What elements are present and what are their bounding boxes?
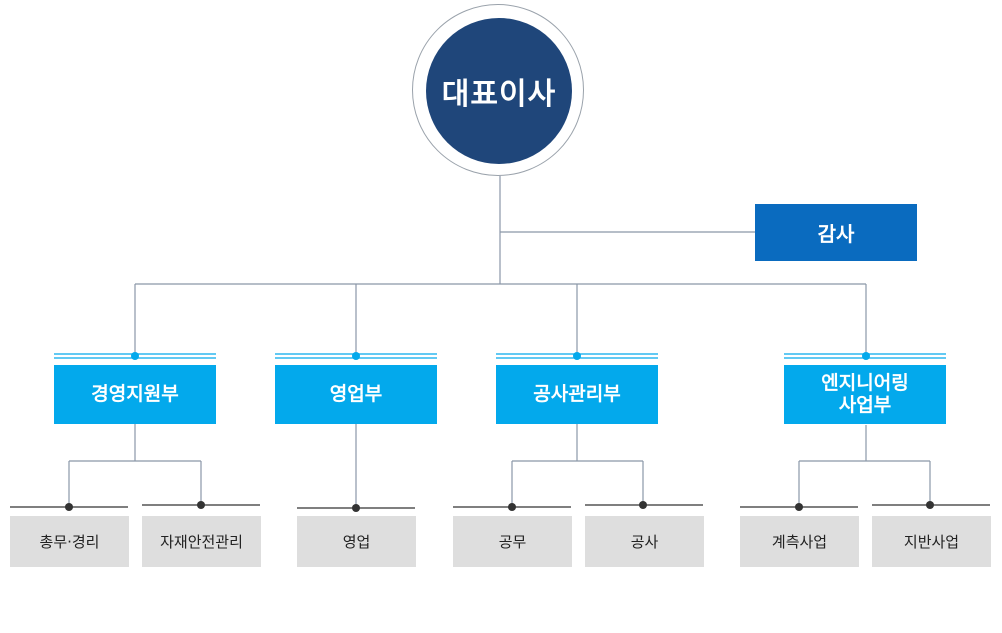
audit-node: 감사 bbox=[755, 204, 917, 261]
team-ground-business: 지반사업 bbox=[872, 516, 991, 567]
dept-sales: 영업부 bbox=[275, 365, 437, 424]
dept-engineering-business: 엔지니어링 사업부 bbox=[784, 365, 946, 424]
team-label: 영업 bbox=[342, 533, 371, 551]
team-construction: 공사 bbox=[585, 516, 704, 567]
audit-label: 감사 bbox=[817, 222, 855, 246]
team-label: 지반사업 bbox=[903, 533, 960, 551]
team-materials-safety: 자재안전관리 bbox=[142, 516, 261, 567]
team-label: 공사 bbox=[630, 533, 659, 551]
team-measurement-business: 계측사업 bbox=[740, 516, 859, 567]
team-general-affairs-accounting: 총무·경리 bbox=[10, 516, 129, 567]
team-label: 계측사업 bbox=[771, 533, 828, 551]
dept-management-support: 경영지원부 bbox=[54, 365, 216, 424]
team-label: 자재안전관리 bbox=[160, 533, 243, 551]
dept-label: 공사관리부 bbox=[533, 382, 621, 405]
dept-label: 엔지니어링 사업부 bbox=[821, 371, 909, 416]
dept-label: 영업부 bbox=[329, 382, 383, 405]
ceo-label: 대표이사 bbox=[441, 77, 557, 112]
team-sales: 영업 bbox=[297, 516, 416, 567]
team-label: 총무·경리 bbox=[39, 533, 100, 551]
dept-construction-management: 공사관리부 bbox=[496, 365, 658, 424]
team-public-works: 공무 bbox=[453, 516, 572, 567]
dept-label: 경영지원부 bbox=[91, 382, 179, 405]
ceo-node: 대표이사 bbox=[426, 18, 572, 164]
team-label: 공무 bbox=[498, 533, 527, 551]
